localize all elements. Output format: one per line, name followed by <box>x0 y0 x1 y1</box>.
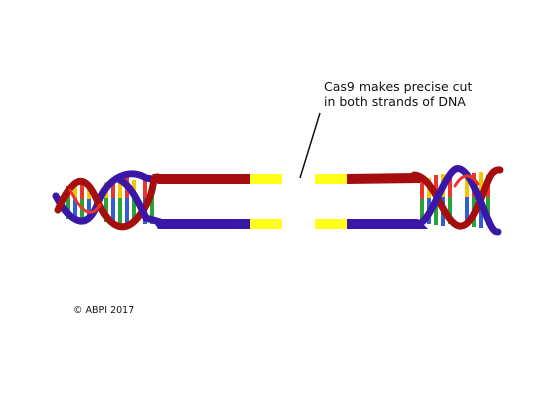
left-cut-ends <box>250 174 282 229</box>
right-top-cut-end <box>315 174 347 184</box>
cut-annotation: Cas9 makes precise cut in both strands o… <box>324 79 472 109</box>
right-helix-backbones <box>410 165 504 236</box>
left-strands <box>152 174 250 229</box>
right-strands <box>347 173 428 229</box>
right-bottom-cut-end <box>315 219 347 229</box>
right-cut-ends <box>315 174 347 229</box>
left-top-cut-end <box>250 174 282 184</box>
left-bottom-strand <box>152 219 250 229</box>
left-bottom-cut-end <box>250 219 282 229</box>
copyright-notice: © ABPI 2017 <box>73 305 135 316</box>
right-top-strand <box>347 173 422 184</box>
annotation-line-2: in both strands of DNA <box>324 94 466 109</box>
right-bottom-strand <box>347 219 428 229</box>
left-top-strand <box>152 174 250 184</box>
left-helix-backbones <box>52 170 164 231</box>
cut-pointer-line <box>299 112 321 179</box>
annotation-line-1: Cas9 makes precise cut <box>324 79 473 94</box>
